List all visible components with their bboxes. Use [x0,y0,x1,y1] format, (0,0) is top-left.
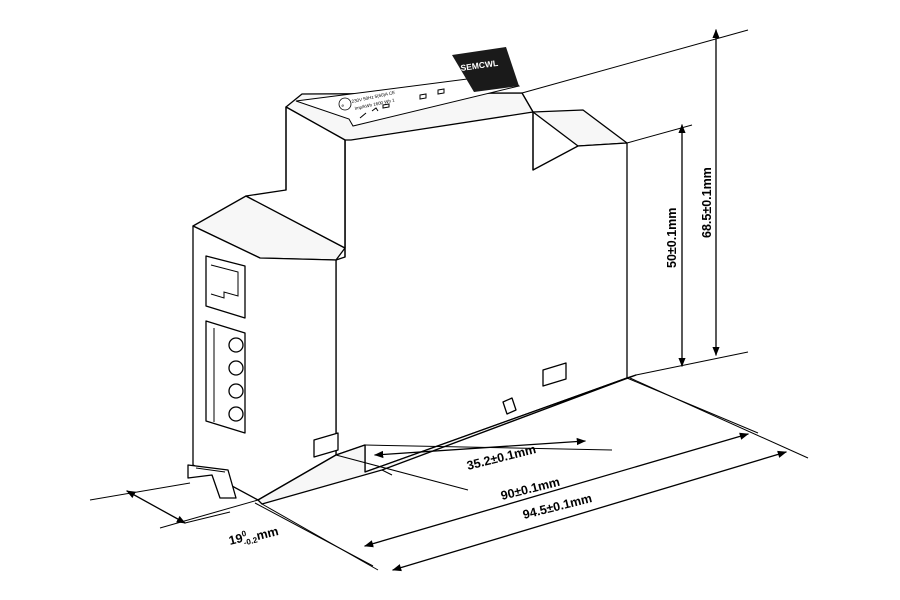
dimension-lines [89,29,809,572]
terminal-screw-1 [228,337,244,353]
device-side-face [335,92,628,473]
dim-line-width [126,490,186,524]
dim-body-length: 90±0.1mm [499,475,561,503]
symbol-icons [359,88,445,119]
dim-width-sup: 0 [241,529,248,539]
front-connectors [187,255,567,499]
dim-width-sub: -0.2 [243,535,259,547]
terminal-screw-3 [228,383,244,399]
dim-width-unit: mm [255,524,280,543]
logo-icon [338,97,352,111]
back-lower-top [532,109,628,147]
rail-clip [187,464,237,499]
terminal-screw-2 [228,360,244,376]
dim-width-main: 19 [227,531,244,548]
dim-height-total: 68.5±0.1mm [700,167,714,238]
vent-slot-left [313,432,339,458]
dim-width-group: 19 0 -0.2 mm [227,524,280,548]
terminal-screw-4 [228,406,244,422]
vent-slot-right [542,362,567,387]
top-label: SEMCWL 230V 50Hz 5(60)A CE Imp/kWh 1600 … [295,47,521,127]
logo-icon-mark: e [342,103,345,108]
rail-tab [502,397,517,415]
dim-height-body: 50±0.1mm [665,208,679,268]
dim-line-total-length [392,450,787,572]
dim-total-length: 94.5±0.1mm [521,491,593,522]
brand-plate [452,47,519,92]
